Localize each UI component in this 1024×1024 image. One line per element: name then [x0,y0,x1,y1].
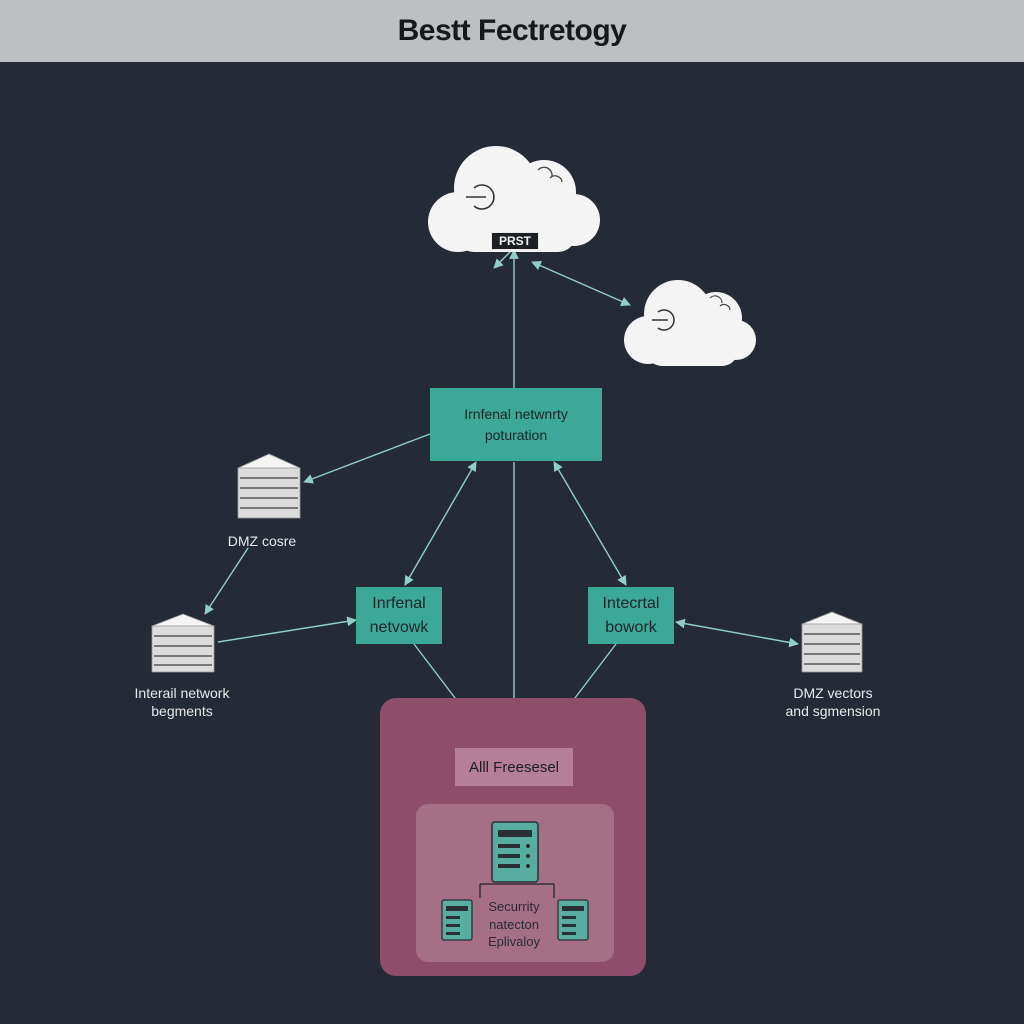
external-network-box[interactable]: Intecrtal bowork [588,587,674,644]
internal-network-population-box[interactable]: Irnfenal netwnrty poturation [430,388,602,461]
server-stack-icon [800,611,864,673]
title-bar: Bestt Fectretogy [0,0,1024,62]
link-right-top [553,461,627,586]
diagram-title: Bestt Fectretogy [397,14,627,47]
link-left-top [404,461,477,586]
server-stack-icon [237,453,301,519]
dmz-vectors-label: DMZ vectors and sgmension [785,685,881,720]
security-detection-label: Securrity natecton Eplivaloy [487,899,541,950]
cloud-tag: PRST [491,232,539,250]
link-cloud-diag [493,249,513,269]
link-top-dmz [303,433,431,484]
security-server-tree-icon [441,821,589,941]
cloud-icon [624,280,756,366]
dmz-core-label: DMZ cosre [227,533,297,549]
internal-segments-label: Interail network begments [134,685,230,720]
cloud-icon [428,146,600,252]
firewall-label-box[interactable]: Alll Freesesel [455,748,573,786]
link-cloud-peer [531,261,631,306]
server-stack-icon [150,613,216,673]
link-dmz-segments [204,547,249,615]
link-right-vectors [675,618,799,648]
link-segments-left [217,616,357,643]
internal-network-box[interactable]: Inrfenal netvowk [356,587,442,644]
